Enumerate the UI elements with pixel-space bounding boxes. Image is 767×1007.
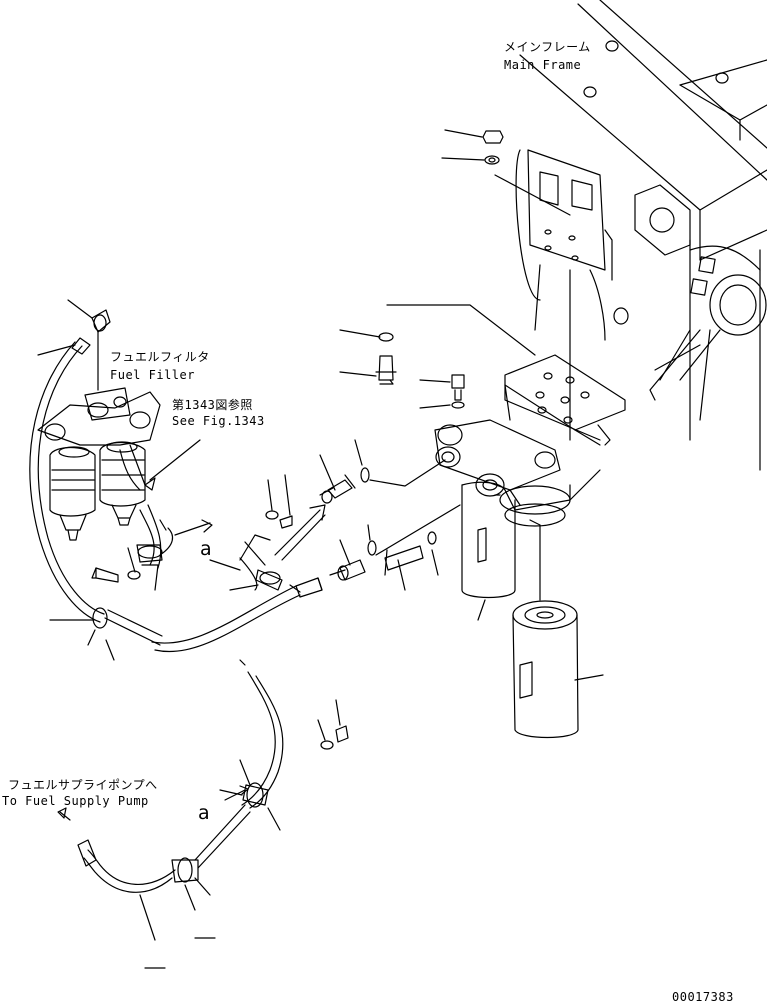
supply-pump-label-en: To Fuel Supply Pump (2, 794, 149, 808)
marker-a-lower: a (198, 802, 210, 824)
see-fig-label-jp: 第1343図参照 (172, 398, 253, 412)
mount-bolt (339, 329, 465, 409)
hose-clamp-left (91, 439, 213, 591)
mount-plate (386, 269, 626, 446)
nut-washer-top (441, 129, 571, 216)
main-frame-label-jp: メインフレーム (504, 40, 591, 54)
hose-lower (57, 659, 349, 941)
fittings (319, 439, 461, 591)
see-fig-label-en: See Fig.1343 (172, 414, 265, 428)
main-frame (519, 0, 767, 471)
drawing-number: 00017383 (672, 990, 734, 1004)
upper-bracket (515, 149, 613, 341)
marker-arrows (144, 785, 249, 969)
filter-head (369, 419, 601, 527)
main-frame-label-en: Main Frame (504, 58, 582, 72)
fuel-hose-main (29, 337, 163, 661)
hose-middle (151, 474, 326, 653)
fuel-filter-label-jp: フュエルフィルタ (110, 350, 210, 364)
marker-a-upper: a (200, 538, 212, 560)
fuel-filter-assembly (37, 299, 161, 541)
supply-pump-label-jp: フュエルサプライポンプへ (8, 778, 158, 792)
filter-element-replacement (512, 524, 604, 739)
filter-element-installed (461, 481, 516, 621)
fuel-filter-label-en: Fuel Filler (110, 368, 195, 382)
